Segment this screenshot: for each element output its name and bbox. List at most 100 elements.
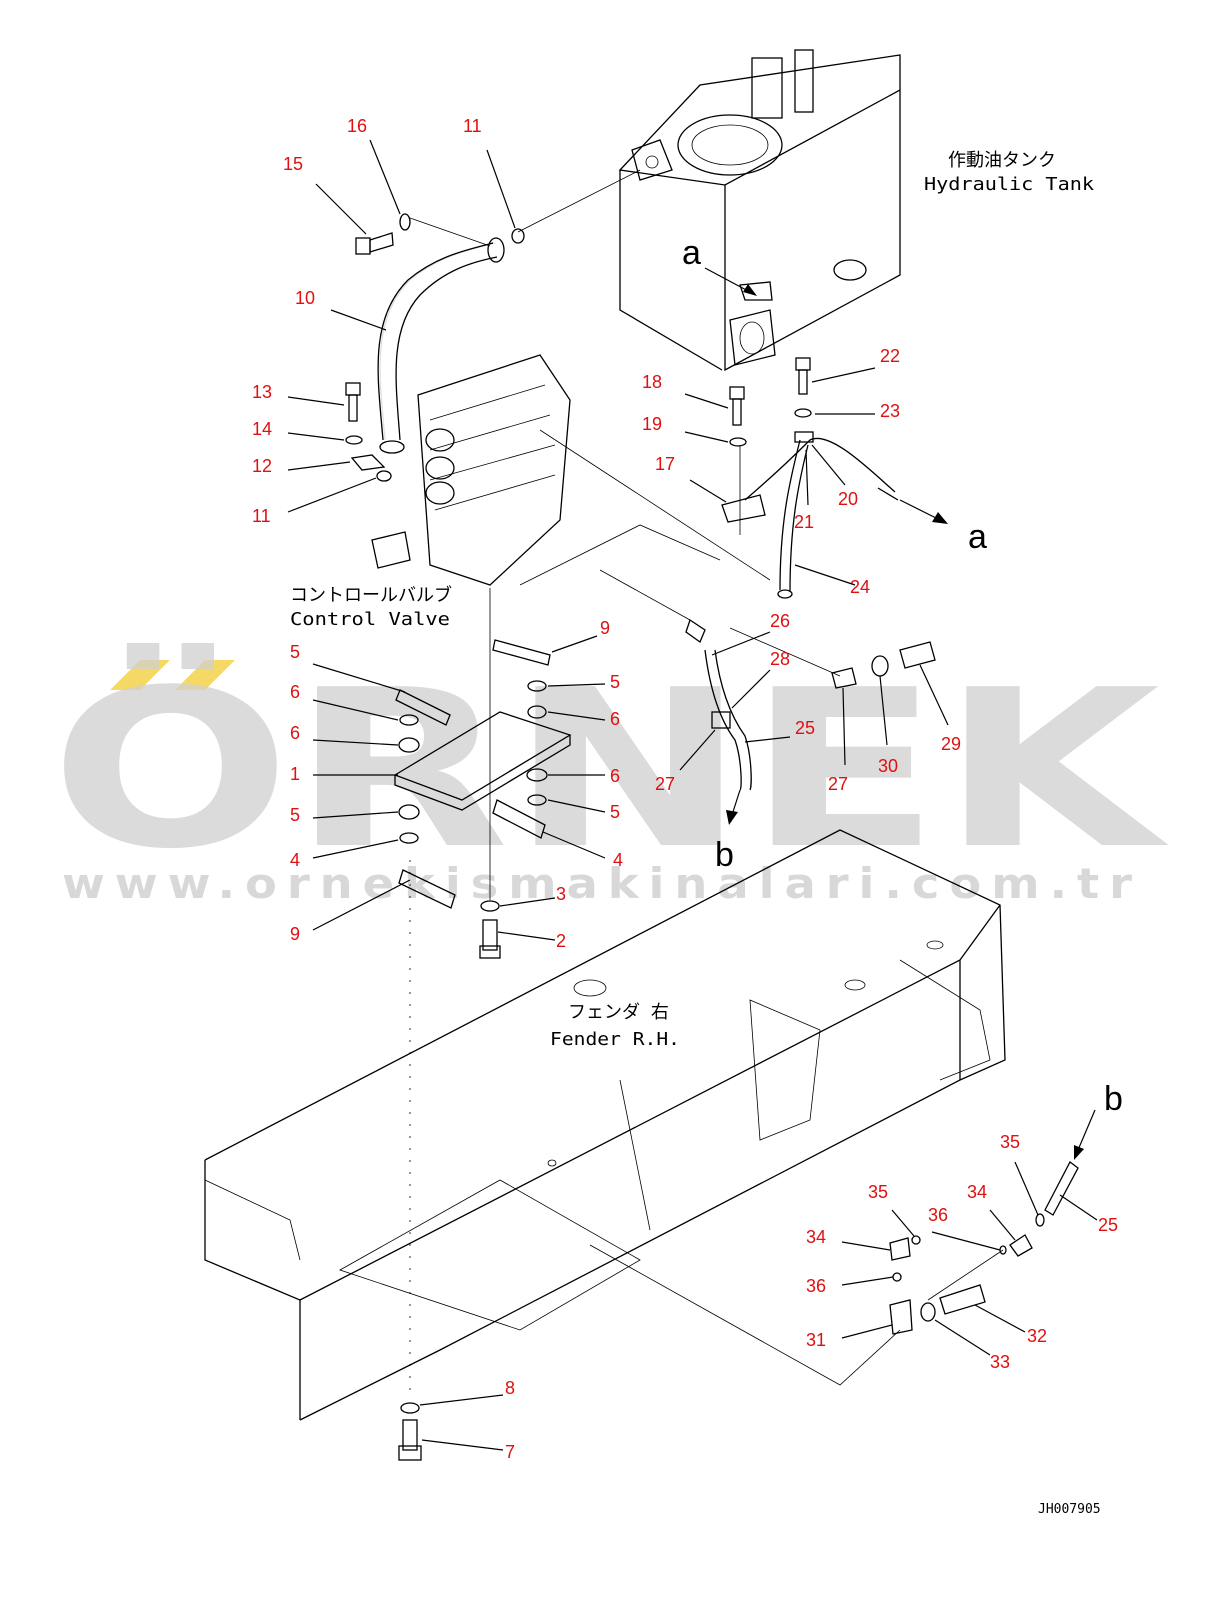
arrow-b-head [726,810,738,825]
callout-25: 25 [795,718,815,738]
leader-36-right [931,1231,1001,1251]
valve-spool-line-4 [434,474,556,511]
plate-1-edge [394,735,571,811]
leader-2 [497,931,556,941]
callout-2: 2 [556,931,566,951]
leader-33 [934,1319,991,1356]
callout-27-left: 27 [655,774,675,794]
callout-30: 30 [878,756,898,776]
bracket-4-right [492,799,546,839]
leader-14 [287,432,345,441]
bolt-2-head [479,945,501,959]
fender-hole-3 [926,940,944,950]
tank-top-face [618,54,901,186]
bolt-13-shank [348,394,358,422]
leader-19 [684,431,729,443]
callout-5-a: 5 [610,672,620,692]
leader-3 [499,897,556,907]
fender-caption-en: Fender R.H. [550,1029,680,1050]
callout-14: 14 [252,419,272,439]
leader-35-right [1014,1161,1039,1216]
clamp-20 [794,431,814,443]
leader-7 [421,1439,504,1451]
fender-bracket-center [339,1179,641,1331]
tank-caption-jp: 作動油タンク [948,150,1056,171]
washer-3 [480,900,500,912]
tank-port-hole [645,155,659,169]
valve-port-flange [371,531,411,569]
callout-19: 19 [642,414,662,434]
cushion-6-c [526,768,548,782]
callout-6-b: 6 [290,723,300,743]
callout-7: 7 [505,1442,515,1462]
callout-23: 23 [880,401,900,421]
callout-5-c: 5 [610,802,620,822]
fender-hole-2 [844,979,866,991]
bracket-4-left [398,869,456,909]
washer-19 [729,437,747,447]
bolt-7-head [398,1445,422,1461]
reference-arrows [704,267,1096,1160]
valve-spool-line-2 [429,414,551,451]
return-hose-group [721,357,899,599]
callout-24: 24 [850,577,870,597]
callout-17: 17 [655,454,675,474]
ref-a-arrow: a [968,518,987,556]
tank-fill-cap [794,49,814,113]
washer-5-d [399,832,419,844]
leader-34-right [989,1209,1016,1241]
callout-29: 29 [941,734,961,754]
leader-lines [287,139,1098,1451]
callout-4-right: 4 [613,850,623,870]
line-valve-to-clamp [519,524,721,586]
o-ring-35-right [1035,1213,1045,1227]
cushion-6-a [527,705,547,719]
bolt-15-head [355,237,371,255]
leader-21 [805,449,809,506]
callout-10: 10 [295,288,315,308]
fender-caption-jp: フェンダ 右 [568,1002,669,1023]
leader-25-right [1059,1194,1098,1221]
bracket-17 [721,494,766,523]
valve-cap-2 [425,456,455,480]
washer-16 [399,213,411,231]
callout-9-left: 5 [290,642,300,662]
bolt-15 [355,232,394,255]
callout-26: 26 [770,611,790,631]
valve-body [417,354,571,586]
callout-36-right: 36 [928,1205,948,1225]
callout-11-bottom: 11 [252,506,271,526]
watermark-accent-left [110,660,170,690]
line-oring-to-tank [517,169,641,233]
tank-return-port [631,139,673,181]
arrow-b-right-head [1074,1145,1084,1160]
ref-a-tank: a [682,234,701,272]
arrow-a-head [932,512,948,524]
fender-bottom-edge [299,960,961,1421]
o-ring-11-bottom [376,470,392,482]
bolt-2-shank [482,919,498,951]
clip-27 [831,667,857,689]
callout-16: 16 [347,116,367,136]
arrow-b-right-line [1077,1109,1096,1151]
bolt-22-head [795,357,811,371]
leader-27-right [842,687,846,766]
leader-6-a [547,711,606,721]
valve-spool-line-3 [429,444,556,481]
fender-rib-1 [619,1079,651,1231]
leader-9-left [312,663,406,693]
callout-15: 15 [283,154,303,174]
callout-6-c: 6 [610,766,620,786]
tank-suction-hole [739,321,765,355]
leader-5-c [547,799,606,813]
leader-20 [811,444,846,486]
leader-28 [731,669,771,709]
ref-b-arrow: b [715,836,734,874]
leader-32 [974,1304,1026,1333]
fender-hole-1 [573,979,607,997]
arrow-a-line [899,499,941,521]
callout-5-b: 6 [290,682,300,702]
line-block-to-oring [927,1249,1004,1301]
leader-25 [744,736,791,743]
